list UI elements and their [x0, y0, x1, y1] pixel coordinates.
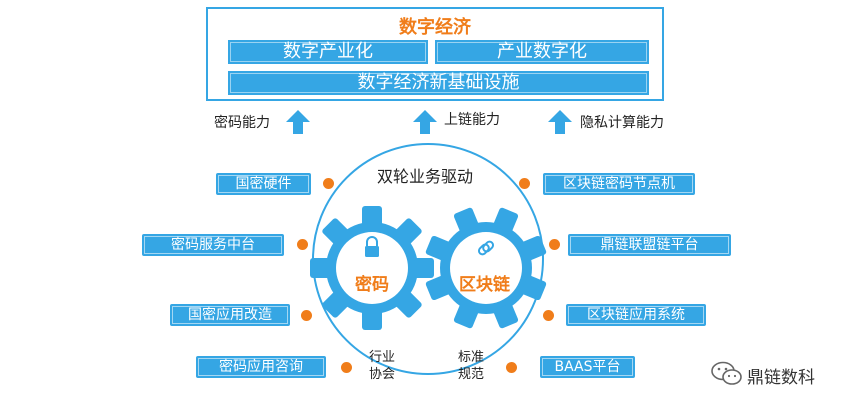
connector-dot — [549, 239, 560, 250]
left-item-label: 密码服务中台 — [171, 237, 255, 253]
blockchain-gear-icon — [425, 207, 547, 329]
up-arrow-icon — [548, 110, 572, 134]
crypto-gear-icon — [310, 206, 434, 330]
left-item-label: 国密应用改造 — [188, 307, 272, 323]
left-item-box: 密码应用咨询 — [196, 356, 326, 378]
connector-dot — [323, 178, 334, 189]
industry-association-label: 行业 协会 — [369, 349, 395, 383]
new-infrastructure-bar: 数字经济新基础设施 — [228, 71, 649, 95]
left-item-box: 国密应用改造 — [170, 304, 290, 326]
capability-label-crypto: 密码能力 — [214, 115, 270, 131]
right-item-box: 区块链密码节点机 — [543, 173, 695, 195]
connector-dot — [519, 178, 530, 189]
up-arrow-icon — [413, 110, 437, 134]
wechat-icon — [711, 361, 742, 385]
up-arrow-icon — [286, 110, 310, 134]
digital-industrialization-label: 数字产业化 — [283, 41, 373, 62]
left-item-label: 国密硬件 — [235, 176, 292, 192]
gear-label-crypto: 密码 — [355, 275, 389, 295]
industrial-digitalization-label: 产业数字化 — [497, 41, 587, 62]
industry-label-line2: 协会 — [369, 367, 396, 382]
right-item-label: 区块链密码节点机 — [563, 176, 675, 192]
left-item-box: 国密硬件 — [216, 173, 311, 195]
digital-economy-panel: 数字经济 数字产业化 产业数字化 数字经济新基础设施 — [206, 7, 664, 101]
gear-label-blockchain: 区块链 — [459, 275, 510, 295]
new-infrastructure-label: 数字经济新基础设施 — [357, 72, 520, 93]
panel-title: 数字经济 — [399, 17, 471, 38]
connector-dot — [341, 362, 352, 373]
connector-dot — [301, 310, 312, 321]
standards-label-line2: 规范 — [458, 367, 485, 382]
left-item-label: 密码应用咨询 — [219, 359, 303, 375]
standards-label: 标准 规范 — [458, 349, 484, 383]
capability-label-privacy: 隐私计算能力 — [580, 115, 664, 131]
lock-icon — [365, 236, 379, 257]
industrial-digitalization-bar: 产业数字化 — [435, 40, 649, 64]
wheel-title: 双轮业务驱动 — [377, 167, 474, 186]
gears-graphic — [310, 206, 547, 330]
connector-dot — [506, 362, 517, 373]
connector-dot — [543, 310, 554, 321]
digital-industrialization-bar: 数字产业化 — [228, 40, 428, 64]
industry-label-line1: 行业 — [369, 350, 396, 365]
right-item-label: 区块链应用系统 — [587, 307, 685, 323]
right-item-box: 区块链应用系统 — [566, 304, 706, 326]
chain-link-icon — [477, 240, 495, 256]
right-item-label: BAAS平台 — [554, 359, 621, 375]
right-item-label: 鼎链联盟链平台 — [600, 237, 699, 253]
right-item-box: BAAS平台 — [540, 356, 635, 378]
standards-label-line1: 标准 — [458, 350, 485, 365]
right-item-box: 鼎链联盟链平台 — [568, 234, 731, 256]
watermark-text: 鼎链数科 — [747, 368, 815, 388]
capability-label-onchain: 上链能力 — [444, 112, 500, 128]
connector-dot — [297, 239, 308, 250]
left-item-box: 密码服务中台 — [142, 234, 284, 256]
